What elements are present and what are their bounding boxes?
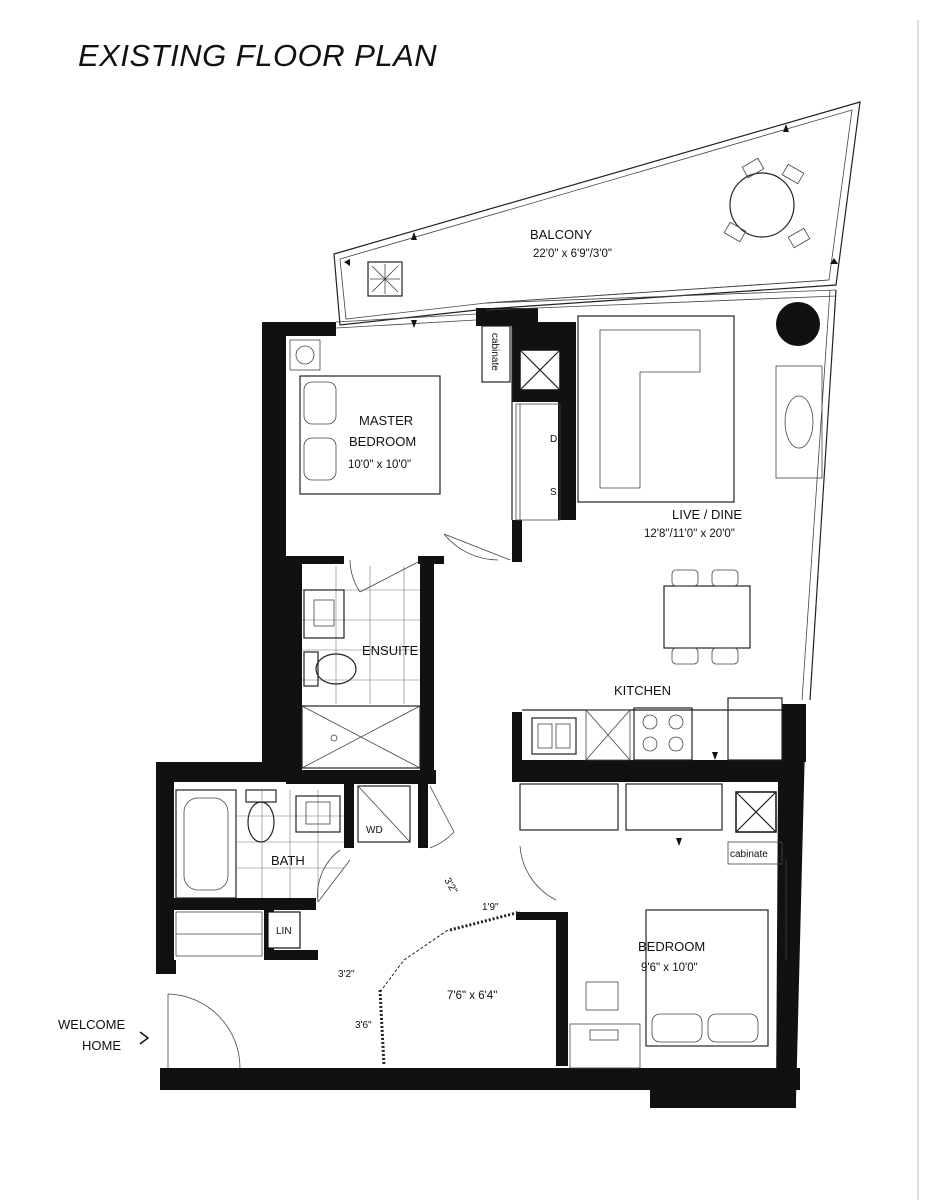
balcony-label: BALCONY — [530, 227, 592, 242]
bed-icon — [299, 375, 441, 495]
bedroom: cabinate BEDROOM 9'6" x 10'0" — [519, 783, 787, 1069]
entry: WELCOME HOME — [58, 993, 241, 1069]
master-bedroom-label-1: MASTER — [359, 413, 413, 428]
dining-table-icon — [663, 569, 751, 665]
pillar-gap: 1'9" — [482, 902, 499, 913]
master-bedroom-label-2: BEDROOM — [349, 434, 416, 449]
live-window — [485, 289, 837, 701]
tv-unit-icon — [775, 365, 823, 479]
entry-width: 3'2" — [338, 969, 355, 980]
cabinet-top: cabinate — [481, 325, 511, 383]
page-title: EXISTING FLOOR PLAN — [78, 38, 438, 73]
home-label: HOME — [82, 1038, 121, 1053]
dishwasher-label: D — [550, 434, 557, 445]
balcony-size: 22'0" x 6'9"/3'0" — [533, 248, 612, 260]
bedroom-bed-icon — [645, 909, 769, 1047]
bath: BATH — [175, 789, 351, 903]
duct-icon-top — [519, 349, 561, 391]
ensuite-label: ENSUITE — [362, 643, 419, 658]
linen-label: LIN — [276, 926, 292, 937]
outdoor-table-icon — [723, 157, 811, 249]
welcome-label: WELCOME — [58, 1017, 126, 1032]
live-dine-label: LIVE / DINE — [672, 507, 742, 522]
bath-toilet-icon — [245, 789, 277, 843]
master-bedroom: MASTER BEDROOM 10'0" x 10'0" — [289, 313, 561, 561]
kitchen-label: KITCHEN — [614, 683, 671, 698]
planter-icon — [367, 261, 403, 297]
shower-icon — [301, 705, 421, 769]
hall: 7'6" x 6'4" 3'2" 1'9" 3'2" 3'6" — [338, 845, 557, 1067]
ensuite-tiles — [302, 566, 420, 704]
washer-dryer-label: WD — [366, 825, 383, 836]
walls — [156, 308, 806, 1108]
toilet-icon — [303, 651, 357, 687]
den-size: 7'6" x 6'4" — [447, 990, 497, 1002]
entry-depth: 3'6" — [355, 1020, 372, 1031]
live-dine-size: 12'8"/11'0" x 20'0" — [644, 528, 735, 540]
lamp-icon — [289, 339, 321, 371]
stove-icon — [633, 707, 693, 761]
bedroom-size: 9'6" x 10'0" — [641, 962, 698, 974]
bathtub-icon — [175, 789, 237, 899]
sink-label: S — [550, 487, 557, 498]
sofa-icon — [577, 315, 735, 503]
master-bedroom-size: 10'0" x 10'0" — [348, 459, 411, 471]
washer-dryer: WD — [357, 785, 455, 849]
hall-width: 3'2" — [441, 876, 459, 896]
cabinet-top-label: cabinate — [489, 333, 500, 371]
entry-arrow-icon — [139, 1031, 150, 1045]
bath-label: BATH — [271, 853, 305, 868]
linen-closet: LIN — [175, 911, 301, 957]
dimension-markers — [344, 124, 838, 1060]
cabinet-right-label: cabinate — [730, 849, 768, 860]
round-table-icon — [776, 302, 820, 346]
kitchen: KITCHEN — [522, 683, 783, 761]
bedroom-label: BEDROOM — [638, 939, 705, 954]
live-dine: LIVE / DINE 12'8"/11'0" x 20'0" — [577, 302, 823, 665]
balcony: BALCONY 22'0" x 6'9"/3'0" — [333, 101, 861, 326]
ensuite: ENSUITE — [301, 559, 421, 769]
